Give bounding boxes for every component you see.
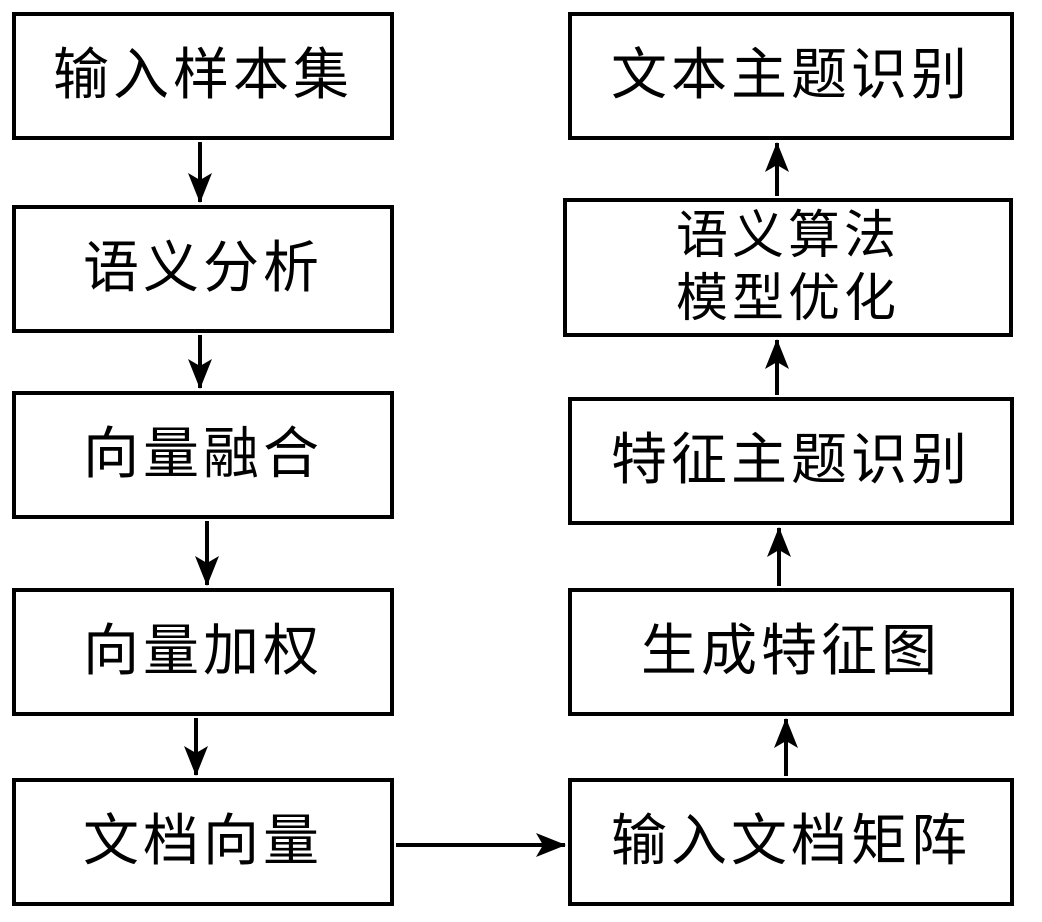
node-vector-fusion-label: 向量融合 <box>83 421 323 487</box>
node-vector-weighting: 向量加权 <box>12 588 394 716</box>
node-model-optimization: 语义算法 模型优化 <box>563 198 1013 337</box>
node-model-optimization-line1: 语义算法 <box>675 206 900 267</box>
node-model-optimization-line2: 模型优化 <box>675 268 900 329</box>
node-document-vector: 文档向量 <box>12 778 394 906</box>
node-input-samples: 输入样本集 <box>12 12 394 140</box>
node-vector-fusion: 向量融合 <box>12 391 394 519</box>
node-input-document-matrix-label: 输入文档矩阵 <box>611 808 971 874</box>
node-document-vector-label: 文档向量 <box>83 808 323 874</box>
node-semantic-analysis: 语义分析 <box>12 205 394 333</box>
node-feature-topic-recognition: 特征主题识别 <box>568 397 1014 525</box>
node-generate-feature-map: 生成特征图 <box>568 588 1014 716</box>
node-feature-topic-recognition-label: 特征主题识别 <box>611 427 971 493</box>
node-input-samples-label: 输入样本集 <box>53 42 353 108</box>
node-input-document-matrix: 输入文档矩阵 <box>568 778 1014 906</box>
node-text-topic-recognition-label: 文本主题识别 <box>611 42 971 108</box>
node-text-topic-recognition: 文本主题识别 <box>568 12 1014 140</box>
node-generate-feature-map-label: 生成特征图 <box>641 618 941 684</box>
node-semantic-analysis-label: 语义分析 <box>83 235 323 301</box>
node-vector-weighting-label: 向量加权 <box>83 618 323 684</box>
